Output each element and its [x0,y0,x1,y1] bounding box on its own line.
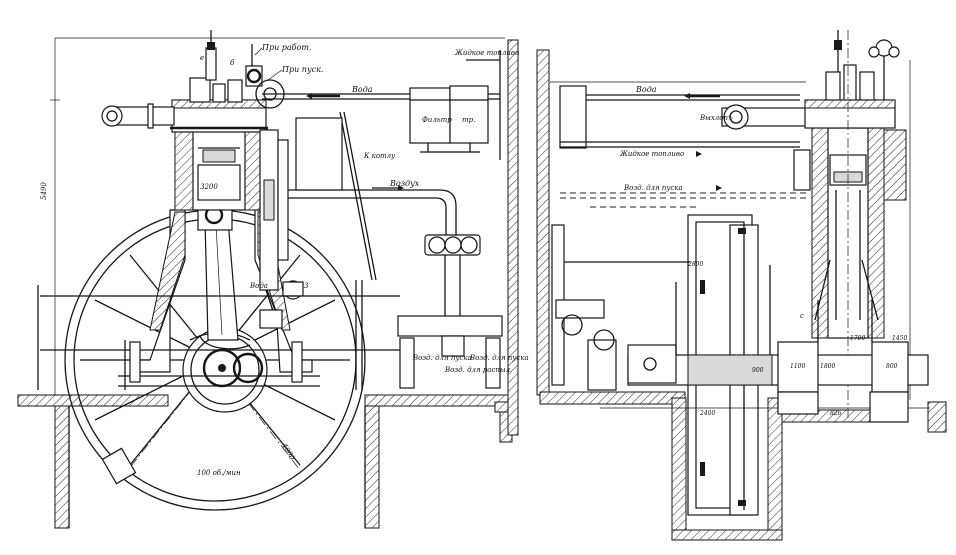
dim-3: 3 [304,282,309,290]
dim-1800: 1800 [820,363,835,370]
cylinder: 3200 [170,99,268,211]
exhaust-pipe-left [101,103,175,129]
left-dimension-frame: 5490 [40,37,505,395]
filter-tanks: Фильтр тр. К котлу [363,85,489,160]
dim-2800: 2800 [687,261,703,268]
support-rods [40,111,400,390]
k-kotlu-label: К котлу [363,152,396,160]
vozd-dlya-puska-right: Возд. для пуска [469,354,529,362]
rpm-label: 100 об./мин [197,469,241,477]
zhidkoe-toplivo-top: Жидкое топливо [454,49,519,57]
dim-800: 800 [886,363,898,370]
vozd-dlya-rasp: Возд. для распыл. [444,366,512,374]
air-bottles: Возд. для пуска Возд. для распыл. Возд. … [397,234,529,389]
right-wall [536,49,947,433]
railing [37,285,303,390]
dim-2400: 2400 [699,410,715,417]
voda-small: Вода [249,282,268,290]
dim-5490-left: 5490 [40,182,48,200]
pri-rabote-label: При работ. [261,43,312,52]
dim-s: с [800,312,804,320]
fuel-pump-column: 3 Вода [249,129,309,329]
voda-right: Вода [635,85,657,94]
crankshaft: 1800 800 1100 826 2400 1700 1450 900 с [600,259,930,423]
vykhlop-label: Выхлопъ [699,114,733,122]
right-equipment [551,224,771,391]
crank-hub [182,327,268,413]
dim-b: б [230,59,235,67]
vozd-dlya-puska-top: Возд. для пуска [623,184,683,192]
vozdukh-dlya-puska-left: Возд. для пуска [412,354,472,362]
dim-1100: 1100 [790,363,805,370]
zhidkoe-toplivo-right: Жидкое топливо [619,150,684,158]
dim-1450: 1450 [892,335,907,342]
dim-3200: 3200 [200,183,218,191]
dim-4000: 4000 [280,441,297,462]
right-view: Вода Жидкое топливо Возд. для пуска Выхл… [536,30,947,541]
dim-1700: 1700 [850,335,865,342]
left-view: 5490 100 об./ми [17,30,529,529]
left-foundation [17,39,519,529]
valve-head: е б При работ. При пуск. [189,30,323,109]
filter-label: Фильтр [422,116,452,124]
pit [671,397,783,541]
voda-label: Вода [351,85,373,94]
dim-826: 826 [830,410,842,417]
pri-puske-label: При пуск. [281,65,323,74]
tr-label: тр. [462,116,475,124]
right-pipes: Вода Жидкое топливо Возд. для пуска [559,85,810,208]
exhaust-pipe-right: Выхлопъ [699,104,813,130]
cylinder-tower [793,30,911,420]
dim-900: 900 [752,367,764,374]
dim-e: е [200,54,204,62]
vozdukh-label: Воздух [389,179,420,188]
